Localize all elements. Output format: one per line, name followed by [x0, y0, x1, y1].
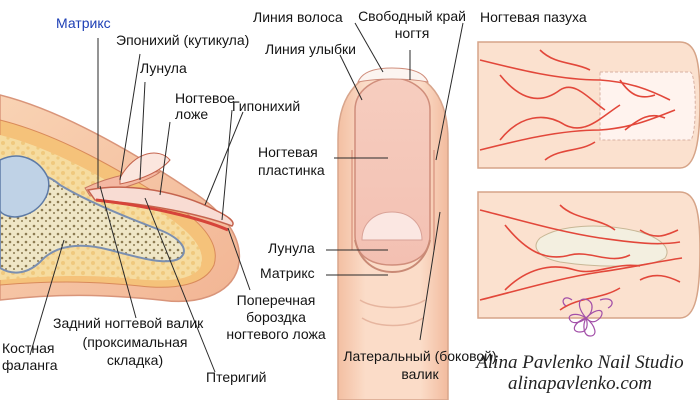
- label-matrix-top: Матрикс: [56, 15, 111, 31]
- label-nail-sinus: Ногтевая пазуха: [480, 9, 587, 25]
- label-free-edge-1: Свободный край: [358, 8, 466, 24]
- label-smile-line: Линия улыбки: [265, 41, 356, 57]
- label-eponychium: Эпонихий (кутикула): [116, 32, 250, 48]
- label-lunula-left: Лунула: [140, 60, 187, 76]
- label-nail-plate-1: Ногтевая: [258, 144, 318, 160]
- left-leader-lines: [29, 38, 251, 373]
- label-bone-1: Костная: [2, 340, 55, 356]
- label-nail-bed-1: Ногтевое: [175, 90, 235, 106]
- watermark-flower-logo: [562, 297, 613, 337]
- label-rear-fold-2: (проксимальная: [82, 334, 188, 350]
- label-rear-fold-3: складка): [106, 352, 164, 368]
- finger-section: [0, 94, 240, 303]
- vascular-top: [477, 41, 700, 169]
- label-rear-fold-1: Задний ногтевой валик: [53, 315, 204, 331]
- label-free-edge-2: ногтя: [394, 25, 430, 41]
- center-leader-lines: [326, 22, 464, 341]
- label-hair-line: Линия волоса: [253, 9, 343, 25]
- label-groove-1: Поперечная: [236, 292, 316, 308]
- watermark-url: alinapavlenko.com: [507, 373, 653, 394]
- label-lunula-center: Лунула: [268, 240, 315, 256]
- label-hyponychium: Гипонихий: [232, 98, 301, 114]
- label-groove-2: бороздка: [246, 309, 306, 325]
- finger-top-view: [337, 67, 449, 400]
- label-matrix-center: Матрикс: [260, 265, 315, 281]
- label-nail-bed-2: ложе: [175, 106, 209, 122]
- label-pterygium: Птеригий: [206, 369, 267, 385]
- label-lateral-fold-2: валик: [401, 366, 439, 382]
- label-nail-plate-2: пластинка: [258, 162, 325, 178]
- label-lateral-fold-1: Латеральный (боковой): [343, 348, 497, 364]
- nail-plate-section: [86, 186, 234, 227]
- watermark-studio-name: Alina Pavlenko Nail Studio: [476, 352, 684, 373]
- watermark: Alina Pavlenko Nail Studio alinapavlenko…: [462, 352, 698, 394]
- label-bone-2: фаланга: [2, 357, 58, 373]
- label-groove-3: ногтевого ложа: [226, 326, 326, 342]
- vascular-bottom: [477, 191, 700, 319]
